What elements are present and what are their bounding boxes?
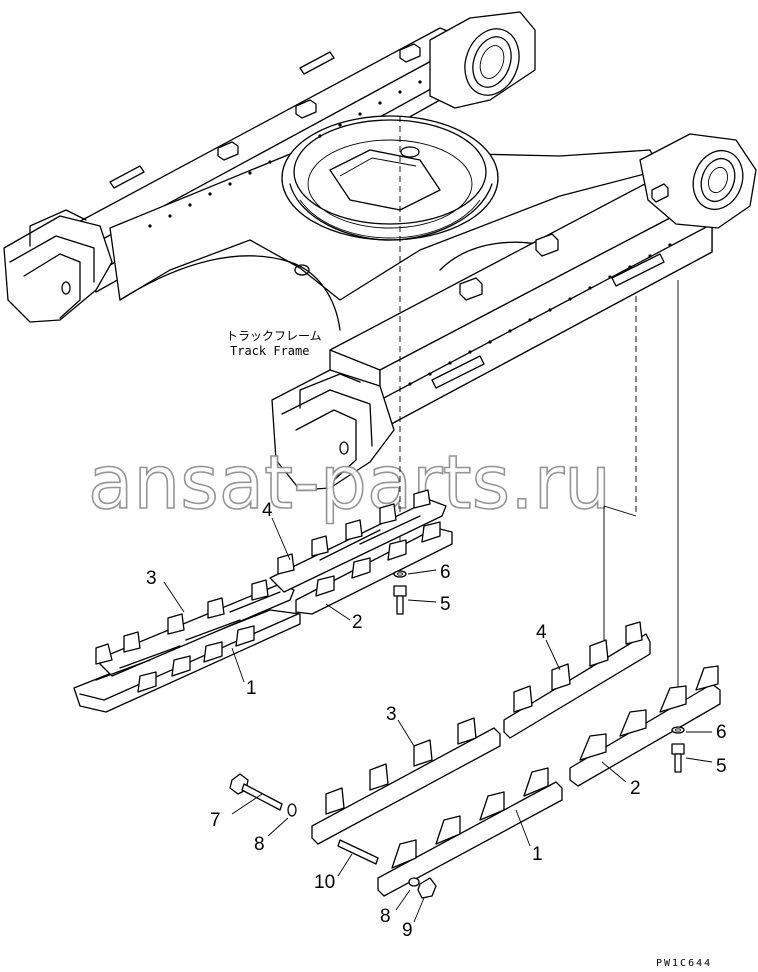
drawing-code: PW1C644 <box>656 958 712 969</box>
track-frame-drawing <box>3 11 757 491</box>
callout-4-right: 4 <box>536 622 547 643</box>
callout-3-right: 3 <box>386 704 397 725</box>
fasteners <box>229 773 437 899</box>
callout-10: 10 <box>314 872 335 893</box>
leader-lines <box>163 517 713 923</box>
callout-2-right: 2 <box>630 778 641 799</box>
callout-1-left: 1 <box>246 678 257 699</box>
callout-8-upper: 8 <box>254 834 265 855</box>
left-guard-assembly <box>73 489 453 713</box>
frame-label-jp: トラックフレーム <box>226 329 322 343</box>
watermark-text: ansat-parts.ru <box>88 440 611 526</box>
frame-holes <box>148 80 672 386</box>
callout-6-left: 6 <box>440 562 451 583</box>
callout-4-left: 4 <box>262 500 273 521</box>
callout-3-left: 3 <box>146 568 157 589</box>
callouts: 3 4 1 2 6 5 4 3 2 1 6 5 7 8 10 8 9 <box>146 500 727 941</box>
callout-2-left: 2 <box>352 612 363 633</box>
callout-5-right: 5 <box>716 756 727 777</box>
callout-6-right: 6 <box>716 722 727 743</box>
frame-label-en: Track Frame <box>230 344 309 358</box>
callout-9: 9 <box>402 920 413 941</box>
callout-5-left: 5 <box>440 594 451 615</box>
right-guard-parts <box>311 621 721 897</box>
assembly-lines <box>399 116 679 720</box>
left-bolt-washer <box>393 570 407 615</box>
right-bolt-washer <box>671 726 685 773</box>
callout-1-right: 1 <box>532 844 543 865</box>
callout-7: 7 <box>210 810 221 831</box>
callout-8-lower: 8 <box>380 906 391 927</box>
